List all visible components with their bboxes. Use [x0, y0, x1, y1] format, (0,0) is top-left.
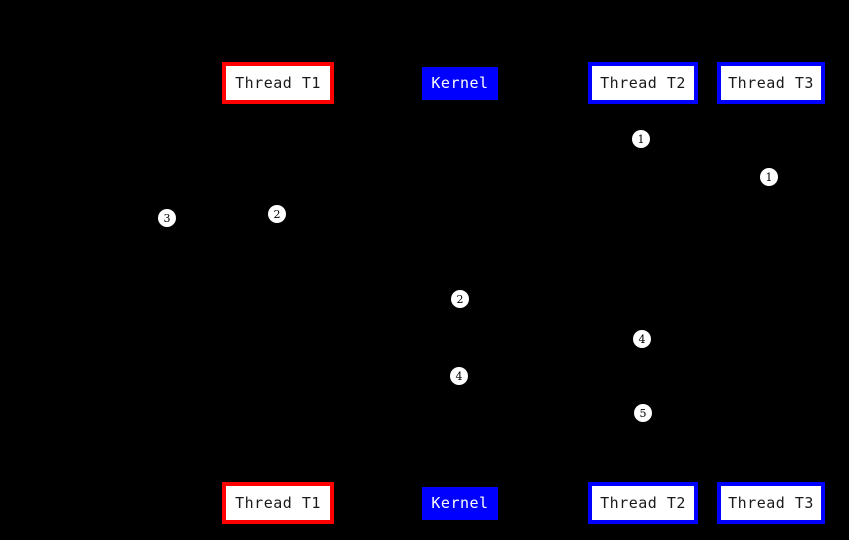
participant-header-thread-t2[interactable]: Thread T2	[588, 62, 698, 104]
lifeline-thread-t2	[643, 104, 644, 482]
step-marker: 1	[760, 168, 778, 186]
lifeline-thread-t1	[278, 104, 279, 482]
participant-header-thread-t3[interactable]: Thread T3	[717, 62, 825, 104]
participant-header-thread-t1[interactable]: Thread T1	[222, 62, 334, 104]
participant-label: Thread T2	[600, 73, 686, 92]
participant-footer-thread-t1[interactable]: Thread T1	[222, 482, 334, 524]
participant-header-kernel[interactable]: Kernel	[422, 67, 498, 100]
participant-label: Thread T1	[235, 493, 321, 512]
participant-label: Thread T1	[235, 73, 321, 92]
step-marker: 2	[451, 290, 469, 308]
step-marker: 2	[268, 205, 286, 223]
step-marker: 5	[634, 404, 652, 422]
participant-footer-thread-t3[interactable]: Thread T3	[717, 482, 825, 524]
participant-footer-thread-t2[interactable]: Thread T2	[588, 482, 698, 524]
participant-label: Kernel	[431, 494, 489, 512]
step-marker: 4	[633, 330, 651, 348]
step-marker: 3	[158, 209, 176, 227]
participant-footer-kernel[interactable]: Kernel	[422, 487, 498, 520]
step-marker: 4	[450, 367, 468, 385]
participant-label: Thread T3	[728, 73, 814, 92]
step-marker: 1	[632, 130, 650, 148]
lifeline-thread-t3	[771, 104, 772, 482]
participant-label: Kernel	[431, 74, 489, 92]
participant-label: Thread T2	[600, 493, 686, 512]
participant-label: Thread T3	[728, 493, 814, 512]
